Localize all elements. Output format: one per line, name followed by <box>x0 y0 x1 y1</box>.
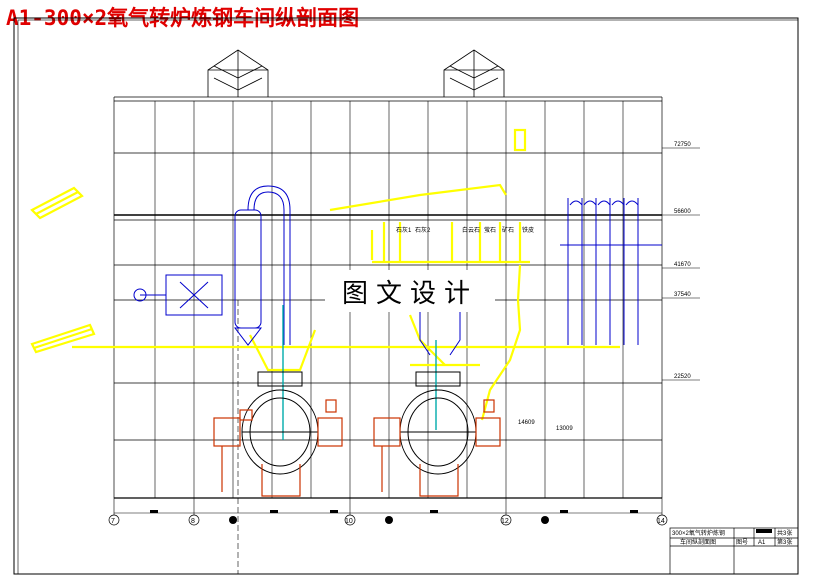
axis-label-8: 8 <box>191 518 195 525</box>
elevation-56600: 56600 <box>674 209 691 215</box>
title-block <box>669 527 799 575</box>
elevation-14609: 14609 <box>518 420 535 426</box>
converter-right <box>399 371 477 475</box>
oxygen-equipment <box>30 128 620 421</box>
elevation-22520: 22520 <box>674 374 691 380</box>
title-block-drawing-no: A1 <box>758 540 766 546</box>
title-block-drawing-no-label: 图号 <box>736 539 748 546</box>
axis-label-14: 14 <box>657 518 665 525</box>
elevation-72750: 72750 <box>674 142 691 148</box>
sheet-inner-border <box>17 19 799 575</box>
hopper-labels: 石灰1 石灰2 白云石 萤石 矿石 铁皮 <box>396 226 534 234</box>
title-block-sheet-no: 第3张 <box>777 538 792 546</box>
elevation-marks <box>662 147 700 381</box>
elevation-13009: 13009 <box>556 426 573 432</box>
axis-label-10: 10 <box>345 518 353 525</box>
axis-ticks <box>150 510 638 524</box>
roof-monitor-right <box>443 49 505 97</box>
hopper-label-2: 石灰2 <box>415 226 431 234</box>
axis-label-7: 7 <box>111 518 115 525</box>
flue-equipment <box>133 185 662 356</box>
building-frame <box>113 96 663 499</box>
axis-bubbles <box>108 514 668 526</box>
title-block-name-2: 车间纵剖面图 <box>680 538 716 546</box>
converter-left <box>241 371 319 475</box>
hopper-label-1: 石灰1 <box>396 226 412 234</box>
title-block-name-1: 300×2氧气转炉炼钢 <box>672 529 725 537</box>
hopper-label-6: 铁皮 <box>522 226 534 234</box>
hopper-label-5: 矿石 <box>502 226 514 234</box>
converter-trunnions <box>213 399 501 497</box>
hopper-label-3: 白云石 <box>462 226 480 234</box>
roof-monitor-left <box>207 49 269 97</box>
elevation-37540: 37540 <box>674 292 691 298</box>
elevation-41670: 41670 <box>674 262 691 268</box>
title-block-sheet-total: 共3张 <box>777 529 792 537</box>
hopper-label-4: 萤石 <box>484 226 496 234</box>
axis-label-12: 12 <box>501 518 509 525</box>
watermark: 图文设计 <box>325 270 495 312</box>
